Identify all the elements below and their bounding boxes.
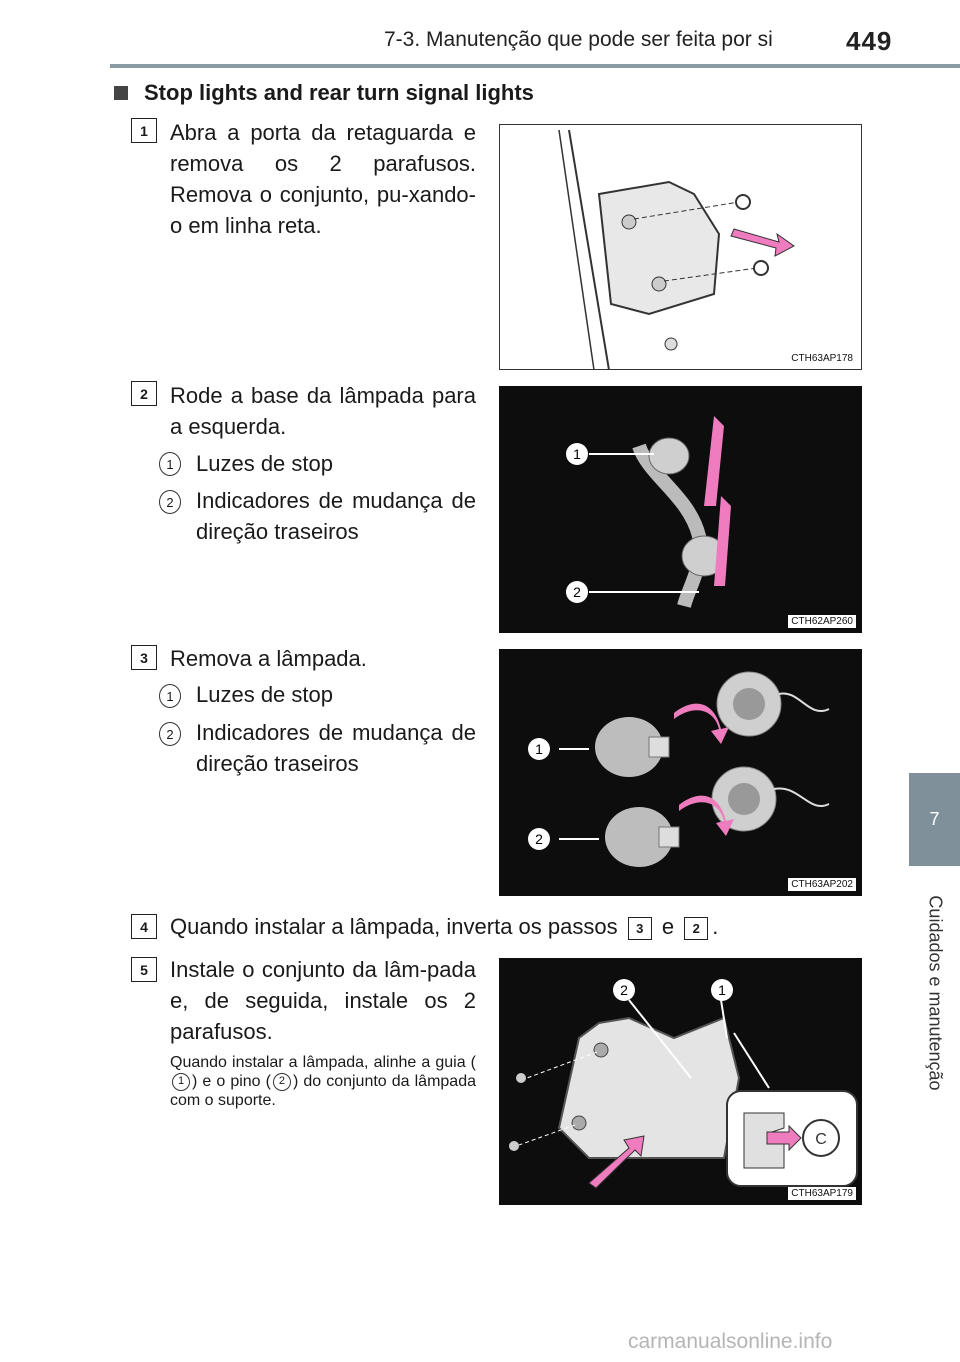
figure-step-1: CTH63AP178 xyxy=(499,124,862,370)
step-badge-4: 4 xyxy=(131,914,157,939)
step-3-item-2: Indicadores de mudança de direção trasei… xyxy=(196,720,476,776)
callout-1: 1 xyxy=(718,982,726,998)
step-badge-2: 2 xyxy=(131,381,157,406)
step-5-note: Quando instalar a lâmpada, alinhe a guia… xyxy=(170,1054,476,1109)
step-ref-3: 3 xyxy=(627,916,652,940)
step-badge-5: 5 xyxy=(131,957,157,982)
note-ref-2: 2 xyxy=(272,1072,291,1091)
figure-step-5: 2 1 C CTH63AP179 xyxy=(499,958,862,1205)
page-number: 449 xyxy=(846,26,893,56)
step-2-text: Rode a base da lâmpada para a esquerda. xyxy=(170,383,476,439)
callout-2: 2 xyxy=(620,982,628,998)
figure-code-5: CTH63AP179 xyxy=(788,1187,856,1200)
callout-2: 2 xyxy=(573,584,581,600)
header-rule xyxy=(110,64,960,68)
callout-2: 2 xyxy=(535,831,543,847)
bullet-square-icon xyxy=(114,86,128,100)
step-badge-3: 3 xyxy=(131,645,157,670)
chapter-label: Cuidados e manutenção xyxy=(925,895,946,1091)
step-2-item-2: Indicadores de mudança de direção trasei… xyxy=(196,488,476,544)
callout-c: C xyxy=(815,1131,827,1148)
item-number-1: 1 xyxy=(159,452,181,476)
step-4-text: Quando instalar a lâmpada, inverta os pa… xyxy=(170,914,719,940)
callout-1: 1 xyxy=(573,446,581,462)
callout-1: 1 xyxy=(535,741,543,757)
header-title: 7-3. Manutenção que pode ser feita por s… xyxy=(384,28,773,51)
step-2-item-1: Luzes de stop xyxy=(196,451,333,476)
section-heading-text: Stop lights and rear turn signal lights xyxy=(144,80,534,105)
footer-watermark: carmanualsonline.info xyxy=(628,1330,833,1353)
step-3-text: Remova a lâmpada. xyxy=(170,646,367,671)
step-5-text: Instale o conjunto da lâm-pada e, de seg… xyxy=(170,957,476,1044)
figure-code-1: CTH63AP178 xyxy=(788,352,856,365)
chapter-tab: 7 xyxy=(909,773,960,866)
figure-code-2: CTH62AP260 xyxy=(788,615,856,628)
figure-step-2: 1 2 CTH62AP260 xyxy=(499,386,862,633)
figure-code-3: CTH63AP202 xyxy=(788,878,856,891)
step-3-item-1: Luzes de stop xyxy=(196,682,333,707)
step-ref-2: 2 xyxy=(684,916,709,940)
figure-step-3: 1 2 CTH63AP202 xyxy=(499,649,862,896)
step-1-text: Abra a porta da retaguarda e remova os 2… xyxy=(170,120,476,238)
step-badge-1: 1 xyxy=(131,118,157,143)
item-number-1: 1 xyxy=(159,684,181,708)
section-heading: Stop lights and rear turn signal lights xyxy=(114,80,534,106)
note-ref-1: 1 xyxy=(172,1072,190,1091)
item-number-2: 2 xyxy=(159,722,181,746)
item-number-2: 2 xyxy=(159,490,181,514)
